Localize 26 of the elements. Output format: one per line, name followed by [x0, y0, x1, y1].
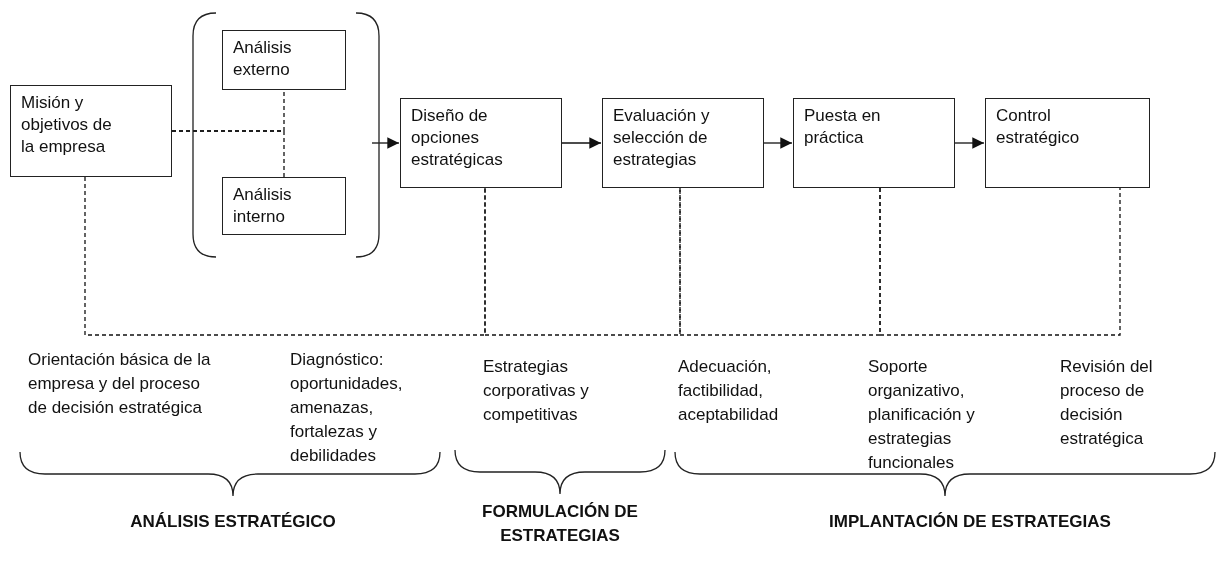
process-box: Puesta en práctica [793, 98, 955, 188]
process-box: Misión y objetivos de la empresa [10, 85, 172, 177]
description-text: Adecuación, factibilidad, aceptabilidad [678, 356, 780, 426]
phase-heading: ANÁLISIS ESTRATÉGICO [129, 511, 337, 533]
dashed-connector [84, 176, 486, 336]
description-text: Soporte organizativo, planificación y estrategias funcionales [868, 356, 976, 474]
arrow [954, 137, 985, 149]
dashed-connector [171, 130, 285, 178]
dashed-connector [879, 187, 1121, 336]
phase-heading: FORMULACIÓN DE ESTRATEGIAS [481, 501, 639, 547]
dashed-connector [484, 187, 681, 336]
description-text: Estrategias corporativas y competitivas [483, 356, 590, 426]
dashed-connector [679, 187, 881, 336]
bracket-group [192, 12, 380, 258]
arrow [371, 137, 400, 149]
description-text: Diagnóstico: oportunidades, amenazas, fortalezas y debilidades [290, 349, 404, 467]
process-box: Análisis externo [222, 30, 346, 90]
description-text: Orientación básica de la empresa y del proceso de decisión estratégica [28, 349, 212, 419]
process-box: Diseño de opciones estratégicas [400, 98, 562, 188]
phase-heading: IMPLANTACIÓN DE ESTRATEGIAS [828, 511, 1112, 533]
arrow [561, 137, 602, 149]
process-box: Análisis interno [222, 177, 346, 235]
process-box: Evaluación y selección de estrategias [602, 98, 764, 188]
arrow [763, 137, 793, 149]
description-text: Revisión del proceso de decisión estratégica [1060, 356, 1154, 450]
process-box: Control estratégico [985, 98, 1150, 188]
